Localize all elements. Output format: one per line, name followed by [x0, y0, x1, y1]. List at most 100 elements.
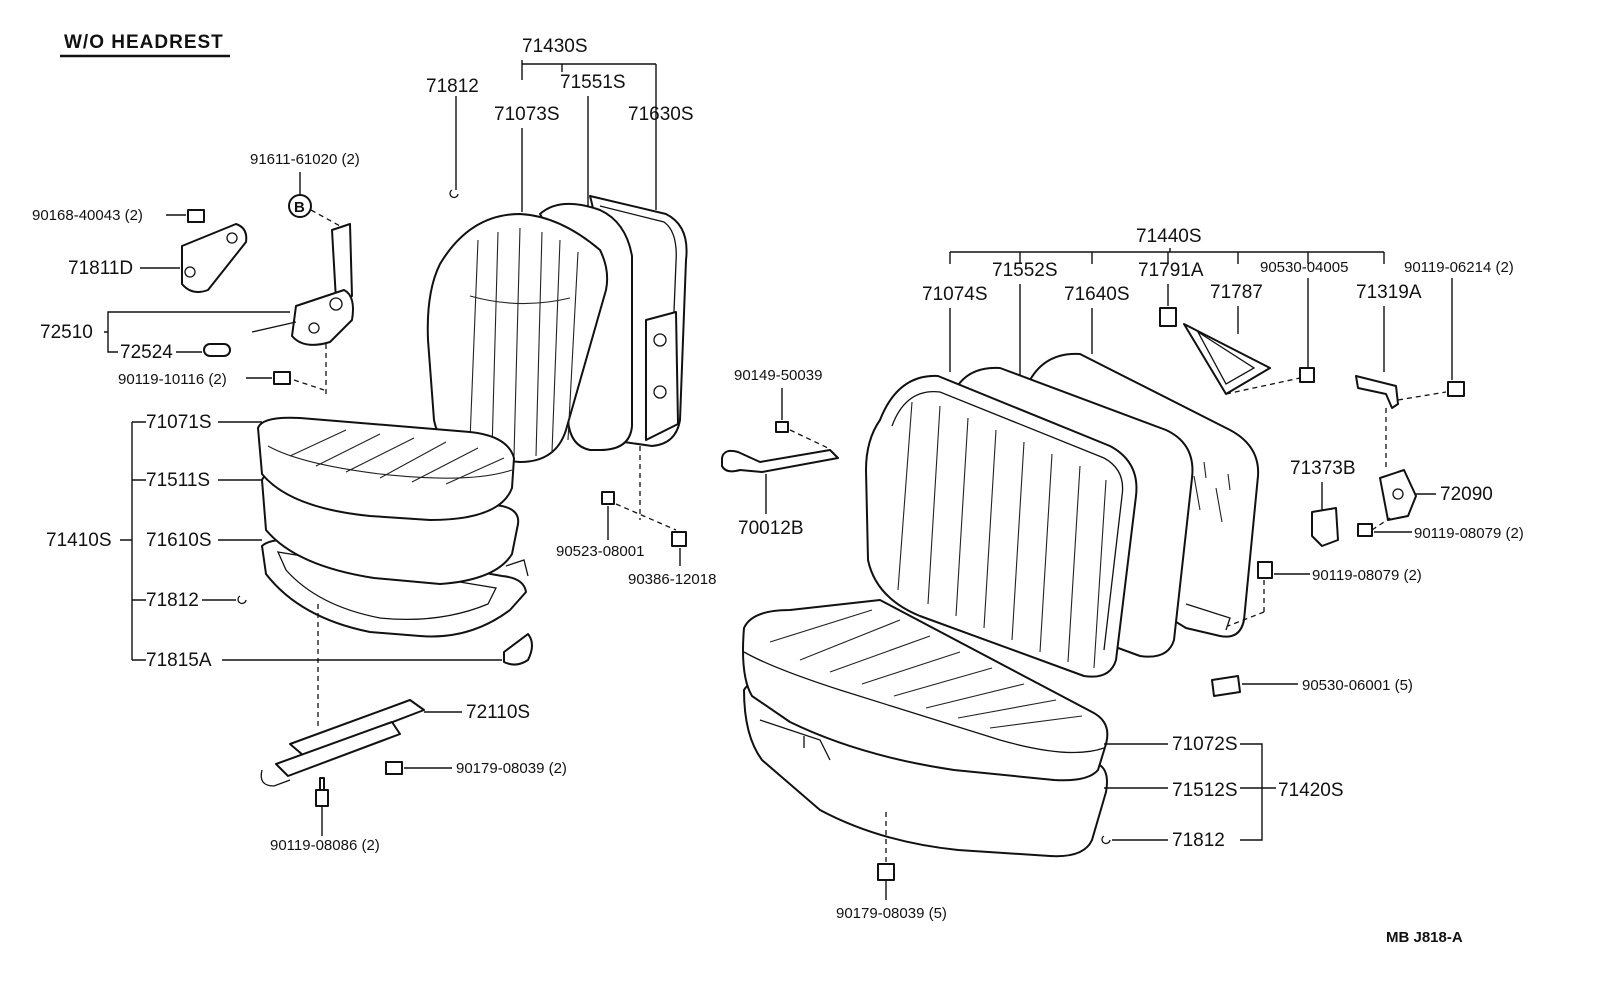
label-71074s: 71074S: [922, 284, 988, 305]
label-71373b: 71373B: [1290, 458, 1356, 479]
bracket-71410s: [120, 421, 146, 661]
label-71812-top: 71812: [426, 76, 479, 97]
recliner-cover-hole-2: [184, 266, 196, 278]
bolt-90119-10116: [273, 371, 291, 385]
lever-knob-71815a: [503, 633, 533, 666]
callout-b-circle: [288, 194, 312, 218]
hinge-support-group: 90149-50039 70012B 90523-08001 90386-120…: [556, 367, 839, 588]
label-71071s: 71071S: [146, 412, 212, 433]
label-71440s: 71440S: [1136, 226, 1202, 247]
nut-90523: [601, 491, 615, 505]
label-71319a: 71319A: [1356, 282, 1422, 303]
clip-90530-06001: [1211, 675, 1241, 697]
nut-90179-08039: [385, 761, 403, 775]
hog-ring-71812: [449, 189, 459, 199]
label-90119-10116: 90119-10116 (2): [118, 371, 227, 388]
hog-ring-71812-right: [1101, 835, 1111, 845]
dash-bolt-b-2: [1227, 611, 1265, 627]
bracket-71440s: [949, 248, 1385, 264]
diagram-code: MB J818-A: [1386, 929, 1463, 946]
label-71511s: 71511S: [146, 470, 210, 491]
label-71552s: 71552S: [992, 260, 1058, 281]
callout-b-text: B: [294, 199, 305, 216]
front-seatback-group: 71430S 71812 71551S 71073S 71630S: [426, 36, 694, 463]
front-cushion-group: 71071S 71511S 71410S 71610S 71812 71815A: [46, 412, 533, 730]
dash-71319a: [1397, 391, 1447, 401]
seatback-hinge-plate: [645, 311, 679, 441]
dash-bolt-to-support: [789, 429, 829, 449]
cushion-cover: [257, 416, 515, 521]
hinge-72090-hole: [1392, 488, 1404, 500]
label-90530-06001: 90530-06001 (5): [1302, 677, 1413, 694]
rear-cushion-pleats: [769, 609, 1083, 729]
bracket-71319a: [1355, 375, 1399, 409]
recliner-cover-71811d: [181, 223, 248, 293]
rear-cushion-cover: [742, 599, 1109, 782]
label-72110s: 72110S: [466, 702, 530, 723]
label-90179-08039-5: 90179-08039 (5): [836, 905, 947, 922]
nut-90530-04005: [1299, 367, 1315, 383]
clip-71791a: [1159, 307, 1177, 327]
label-71630s: 71630S: [628, 104, 694, 125]
cushion-cover-pleats: [289, 429, 505, 485]
dash-90523: [615, 503, 677, 531]
label-71072s: 71072S: [1172, 734, 1238, 755]
bolt-90119-06214: [1447, 381, 1465, 397]
track-release-bar: [260, 769, 291, 787]
label-71640s: 71640S: [1064, 284, 1130, 305]
bolt-90119-08079-a: [1357, 523, 1373, 537]
dash-bolt-to-seat: [293, 379, 325, 391]
label-71815a: 71815A: [146, 650, 212, 671]
bolt-90168: [187, 209, 205, 223]
recliner-body-72510: [291, 289, 354, 346]
seat-track-lower: [275, 721, 401, 777]
rear-frame-hook: [1185, 603, 1231, 631]
label-71512s: 71512S: [1172, 780, 1238, 801]
knob-72524: [203, 343, 231, 357]
label-70012b: 70012B: [738, 518, 804, 539]
rear-seatback-group: 71440S 71552S 71791A 90530-04005 90119-0…: [865, 226, 1524, 697]
label-90530-04005: 90530-04005: [1260, 259, 1348, 276]
rear-seatback-cover: [865, 374, 1138, 678]
label-90119-08086: 90119-08086 (2): [270, 837, 380, 854]
recliner-group: 91611-61020 (2) B 90168-40043 (2) 71811D…: [32, 151, 360, 396]
label-71430s: 71430S: [522, 36, 588, 57]
label-90523: 90523-08001: [556, 543, 644, 560]
dash-bolt-a: [1371, 517, 1391, 531]
label-71420s: 71420S: [1278, 780, 1344, 801]
label-71812-right: 71812: [1172, 830, 1225, 851]
rear-cushion-pad-edge: [759, 719, 831, 761]
label-71410s: 71410S: [46, 530, 112, 551]
recliner-upper-arm: [331, 223, 353, 301]
label-72524: 72524: [120, 342, 173, 363]
label-90179-08039-2: 90179-08039 (2): [456, 760, 567, 777]
hinge-72090: [1379, 469, 1417, 521]
label-71787: 71787: [1210, 282, 1263, 303]
bolt-90149: [775, 421, 789, 433]
dash-71787: [1225, 377, 1301, 395]
label-90149: 90149-50039: [734, 367, 822, 384]
hinge-hole-1: [653, 333, 667, 347]
seat-track-72110s: [289, 699, 425, 757]
rear-seatback-pleats: [897, 401, 1107, 669]
bolt-90386: [671, 531, 687, 547]
seatback-cover-pleats: [469, 227, 579, 457]
label-90119-06214: 90119-06214 (2): [1404, 259, 1514, 276]
label-71073s: 71073S: [494, 104, 560, 125]
label-90386: 90386-12018: [628, 571, 716, 588]
label-72090: 72090: [1440, 484, 1493, 505]
bracket-71787: [1183, 323, 1271, 395]
cushion-frame-hook: [505, 559, 529, 577]
support-70012b: [721, 449, 839, 473]
label-71791a: 71791A: [1138, 260, 1204, 281]
recliner-hole: [308, 322, 320, 334]
bracket-72510: [104, 311, 290, 353]
bolt-90119-08086: [315, 777, 329, 807]
label-71610s: 71610S: [146, 530, 212, 551]
label-71812-left: 71812: [146, 590, 199, 611]
label-71811d: 71811D: [68, 258, 133, 279]
label-91611: 91611-61020 (2): [250, 151, 360, 168]
bracket-71420s: [1240, 743, 1276, 841]
